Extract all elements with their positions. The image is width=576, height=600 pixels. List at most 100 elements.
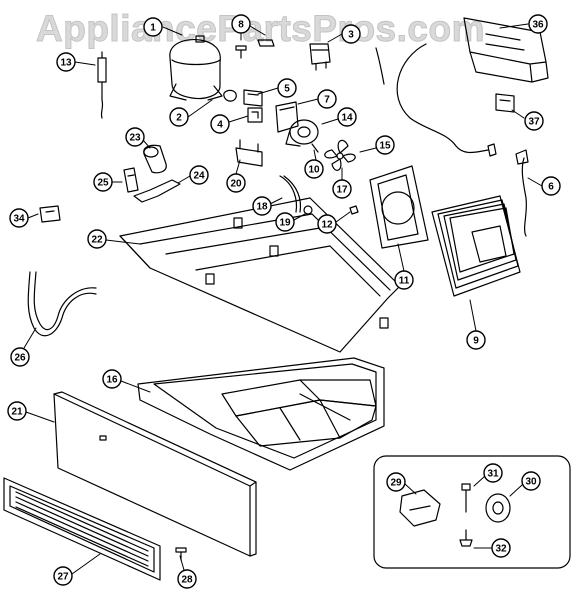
part-callout-20: 20 — [226, 173, 246, 193]
callout-label: 7 — [324, 95, 330, 106]
part-callout-28: 28 — [177, 569, 197, 589]
drain-hose-part — [27, 271, 97, 337]
control-box-part — [463, 17, 549, 113]
callout-circle — [53, 566, 73, 586]
part-callout-22: 22 — [87, 229, 107, 249]
overload-clip-parts — [223, 89, 263, 123]
thermal-fuse-part — [97, 51, 107, 119]
callout-circle — [275, 212, 295, 232]
callout-circle — [394, 270, 414, 290]
callout-label: 16 — [106, 375, 118, 386]
callout-label: 25 — [97, 178, 109, 189]
part-callout-6: 6 — [541, 176, 561, 196]
callout-label: 13 — [60, 58, 72, 69]
drain-tray-part — [137, 357, 385, 471]
callout-label: 24 — [193, 171, 205, 182]
callout-circle — [491, 538, 511, 558]
callout-circle — [93, 172, 113, 192]
callout-circle — [528, 14, 548, 34]
callout-circle — [125, 127, 145, 147]
callout-label: 9 — [473, 336, 479, 347]
front-panel-part — [53, 391, 257, 557]
condenser-coil-part — [431, 195, 521, 297]
part-callout-25: 25 — [93, 172, 113, 192]
clip-part — [39, 205, 61, 223]
callout-label: 27 — [57, 572, 69, 583]
callout-circle — [226, 173, 246, 193]
callout-label: 14 — [341, 113, 353, 124]
part-callout-37: 37 — [524, 111, 544, 131]
fan-motor-part — [285, 119, 319, 153]
part-callout-29: 29 — [386, 472, 406, 492]
screw-and-relay-parts — [235, 39, 331, 71]
callout-circle — [169, 107, 189, 127]
callout-label: 37 — [528, 117, 540, 128]
callout-circle — [521, 471, 541, 491]
callout-circle — [9, 208, 29, 228]
part-callout-12: 12 — [317, 214, 337, 234]
callout-label: 18 — [256, 202, 268, 213]
part-callout-10: 10 — [304, 159, 324, 179]
callout-circle — [189, 165, 209, 185]
base-pan-part — [119, 197, 401, 353]
callout-circle — [252, 196, 272, 216]
callout-label: 17 — [336, 185, 348, 196]
callout-label: 32 — [495, 544, 507, 555]
part-callout-7: 7 — [317, 89, 337, 109]
callout-label: 3 — [348, 30, 354, 41]
callout-label: 29 — [390, 478, 402, 489]
part-callout-21: 21 — [7, 401, 27, 421]
part-callout-24: 24 — [189, 165, 209, 185]
part-callout-1: 1 — [143, 17, 163, 37]
callout-circle — [332, 179, 352, 199]
callout-circle — [317, 89, 337, 109]
callout-circle — [317, 214, 337, 234]
part-callout-31: 31 — [483, 463, 503, 483]
callout-circle — [10, 347, 30, 367]
callout-label: 20 — [230, 179, 242, 190]
part-callout-23: 23 — [125, 127, 145, 147]
callout-label: 6 — [548, 182, 554, 193]
callout-circle — [210, 114, 230, 134]
part-callout-14: 14 — [337, 107, 357, 127]
callout-circle — [177, 569, 197, 589]
callout-circle — [143, 17, 163, 37]
part-callout-34: 34 — [9, 208, 29, 228]
callout-label: 19 — [279, 218, 291, 229]
callout-label: 10 — [308, 165, 320, 176]
callout-circle — [375, 135, 395, 155]
cover-plate-part — [275, 101, 299, 133]
callout-circle — [102, 369, 122, 389]
part-callout-19: 19 — [275, 212, 295, 232]
part-callout-30: 30 — [521, 471, 541, 491]
callout-circle — [341, 24, 361, 44]
toe-grille-part — [3, 477, 161, 581]
callout-circle — [541, 176, 561, 196]
callout-label: 36 — [532, 20, 544, 31]
callout-circle — [466, 330, 486, 350]
callout-circle — [524, 111, 544, 131]
callout-label: 22 — [91, 235, 103, 246]
strap-grommet-parts — [279, 175, 359, 215]
part-callout-15: 15 — [375, 135, 395, 155]
callout-label: 1 — [150, 23, 156, 34]
callout-label: 12 — [321, 220, 333, 231]
capacitor-part — [123, 144, 181, 203]
fan-blade-part — [324, 139, 356, 171]
callout-label: 15 — [379, 141, 391, 152]
part-callout-26: 26 — [10, 347, 30, 367]
part-callout-36: 36 — [528, 14, 548, 34]
callout-circle — [87, 229, 107, 249]
part-callout-9: 9 — [466, 330, 486, 350]
callout-label: 31 — [487, 469, 499, 480]
callout-circle — [231, 14, 251, 34]
part-callout-17: 17 — [332, 179, 352, 199]
callout-circle — [277, 78, 297, 98]
callout-label: 11 — [399, 276, 410, 287]
part-callout-32: 32 — [491, 538, 511, 558]
callout-label: 23 — [129, 133, 141, 144]
callout-label: 2 — [176, 113, 182, 124]
callout-label: 21 — [11, 407, 23, 418]
